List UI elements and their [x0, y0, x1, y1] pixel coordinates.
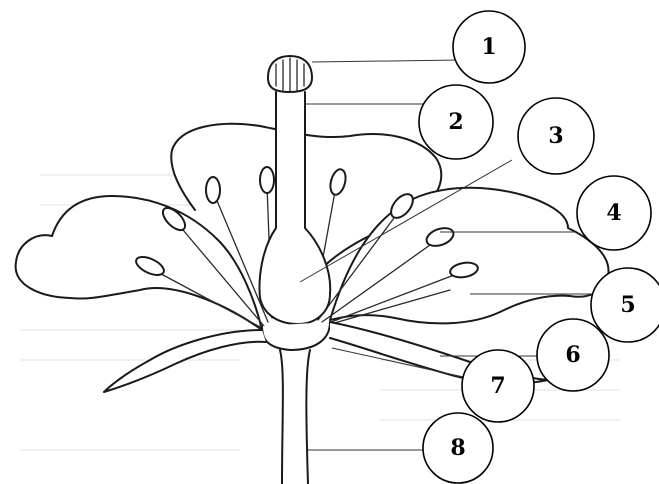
label-5: 5 [591, 268, 659, 342]
label-8: 8 [423, 413, 493, 483]
stem [280, 350, 310, 484]
sepal-left [104, 330, 266, 392]
label-7-text: 7 [490, 373, 505, 399]
label-4-text: 4 [606, 200, 621, 226]
label-1-text: 1 [481, 34, 496, 60]
receptacle [262, 322, 330, 350]
label-2: 2 [419, 85, 493, 159]
label-8-text: 8 [450, 435, 465, 461]
label-6-text: 6 [565, 342, 580, 368]
label-6: 6 [537, 319, 609, 391]
label-2-text: 2 [448, 109, 463, 135]
label-7: 7 [462, 350, 534, 422]
label-1: 1 [453, 11, 525, 83]
label-5-text: 5 [620, 292, 635, 318]
label-3: 3 [518, 98, 594, 174]
label-3-text: 3 [548, 123, 563, 149]
label-4: 4 [577, 176, 651, 250]
